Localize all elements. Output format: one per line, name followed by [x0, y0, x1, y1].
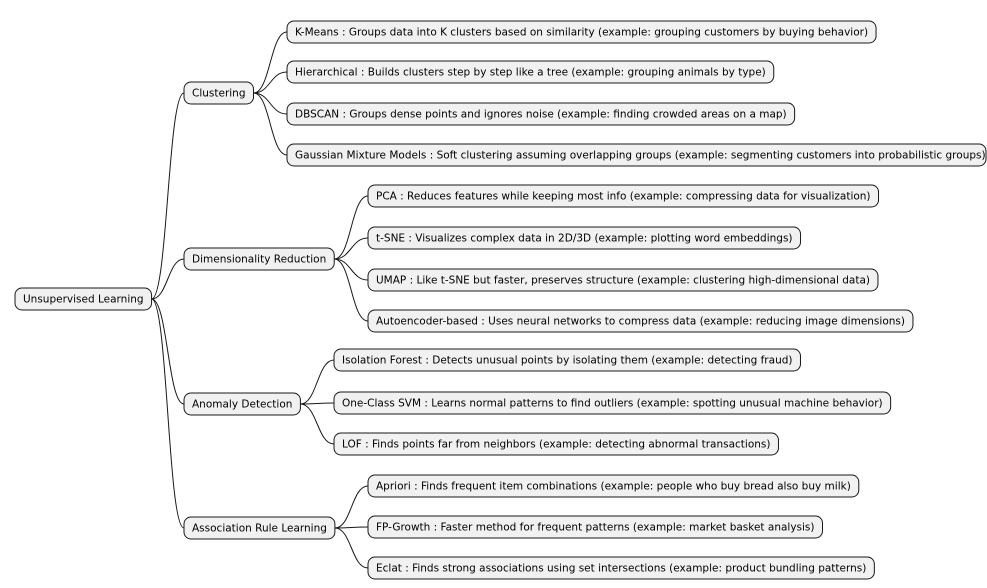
leaf-node-box: [286, 102, 796, 126]
leaf-node: Isolation Forest : Detects unusual point…: [333, 348, 801, 372]
leaf-node-box: [367, 309, 914, 333]
category-to-leaf-edge: [334, 237, 369, 260]
leaf-node: FP-Growth : Faster method for frequent p…: [367, 515, 823, 539]
category-to-leaf-edge: [253, 71, 288, 94]
leaf-node-box: [367, 268, 879, 292]
category-node-label: Association Rule Learning: [192, 523, 327, 535]
leaf-node-label: Eclat : Finds strong associations using …: [376, 563, 866, 575]
leaf-node-box: [367, 515, 823, 539]
category-node: Dimensionality Reduction: [183, 247, 335, 271]
category-to-leaf-edge: [300, 359, 335, 405]
leaf-node-label: t-SNE : Visualizes complex data in 2D/3D…: [376, 233, 793, 245]
leaf-node-label: Hierarchical : Builds clusters step by s…: [295, 67, 766, 79]
leaf-node-label: Autoencoder-based : Uses neural networks…: [376, 316, 905, 328]
leaf-node-box: [367, 184, 880, 208]
root-to-category-edge: [151, 298, 185, 529]
leaf-node: Hierarchical : Builds clusters step by s…: [286, 60, 775, 84]
category-to-leaf-edge: [334, 526, 369, 529]
category-to-leaf-edge: [334, 258, 369, 281]
category-to-leaf-edge: [334, 527, 369, 569]
leaf-node-box: [367, 556, 875, 580]
root-node-box: [14, 287, 153, 311]
category-node-label: Anomaly Detection: [192, 399, 292, 411]
leaf-node: PCA : Reduces features while keeping mos…: [367, 184, 880, 208]
leaf-node-box: [333, 432, 779, 456]
category-to-leaf-edge: [334, 258, 369, 322]
leaf-node-label: UMAP : Like t-SNE but faster, preserves …: [376, 275, 870, 287]
category-node-box: [183, 81, 255, 105]
category-to-leaf-edge: [253, 31, 288, 94]
leaf-node-box: [333, 391, 892, 415]
leaf-node: DBSCAN : Groups dense points and ignores…: [286, 102, 796, 126]
leaf-node-label: FP-Growth : Faster method for frequent p…: [376, 522, 815, 534]
leaf-node-box: [286, 143, 987, 167]
leaf-node: Autoencoder-based : Uses neural networks…: [367, 309, 914, 333]
leaf-node: Apriori : Finds frequent item combinatio…: [367, 474, 860, 498]
category-node: Anomaly Detection: [183, 392, 301, 416]
category-node-box: [183, 516, 336, 540]
leaf-node-box: [333, 348, 801, 372]
leaf-node-label: LOF : Finds points far from neighbors (e…: [342, 439, 770, 451]
leaf-node-box: [286, 60, 775, 84]
category-to-leaf-edge: [300, 402, 335, 405]
leaf-node: K-Means : Groups data into K clusters ba…: [286, 20, 877, 44]
root-node: Unsupervised Learning: [14, 287, 153, 311]
root-to-category-edge: [151, 258, 185, 300]
leaf-node-label: K-Means : Groups data into K clusters ba…: [295, 27, 868, 39]
leaf-node: Gaussian Mixture Models : Soft clusterin…: [286, 143, 987, 167]
leaf-node: UMAP : Like t-SNE but faster, preserves …: [367, 268, 879, 292]
category-node-label: Clustering: [192, 88, 246, 100]
leaf-node: Eclat : Finds strong associations using …: [367, 556, 875, 580]
leaf-node: t-SNE : Visualizes complex data in 2D/3D…: [367, 226, 802, 250]
leaf-node-box: [286, 20, 877, 44]
leaf-node-label: DBSCAN : Groups dense points and ignores…: [295, 109, 787, 121]
category-node-box: [183, 247, 335, 271]
leaf-node: LOF : Finds points far from neighbors (e…: [333, 432, 779, 456]
leaf-node-label: Isolation Forest : Detects unusual point…: [342, 355, 792, 367]
category-node-box: [183, 392, 301, 416]
leaf-node-label: PCA : Reduces features while keeping mos…: [376, 191, 871, 203]
category-to-leaf-edge: [334, 485, 369, 529]
category-to-leaf-edge: [253, 92, 288, 115]
category-to-leaf-edge: [253, 92, 288, 156]
nodes: Unsupervised Learning Clustering K-Means :…: [14, 20, 987, 580]
leaf-node-label: Gaussian Mixture Models : Soft clusterin…: [295, 150, 986, 162]
leaf-node-box: [367, 474, 860, 498]
root-to-category-edge: [151, 92, 185, 300]
category-to-leaf-edge: [334, 195, 369, 260]
root-node-label: Unsupervised Learning: [23, 294, 144, 306]
category-node-label: Dimensionality Reduction: [192, 254, 326, 266]
leaf-node-label: Apriori : Finds frequent item combinatio…: [376, 481, 851, 493]
leaf-node: One-Class SVM : Learns normal patterns t…: [333, 391, 892, 415]
root-to-category-edge: [151, 298, 185, 405]
category-node: Association Rule Learning: [183, 516, 336, 540]
leaf-node-label: One-Class SVM : Learns normal patterns t…: [342, 398, 883, 410]
category-node: Clustering: [183, 81, 255, 105]
category-to-leaf-edge: [300, 403, 335, 445]
leaf-node-box: [367, 226, 802, 250]
edges: [151, 31, 369, 569]
